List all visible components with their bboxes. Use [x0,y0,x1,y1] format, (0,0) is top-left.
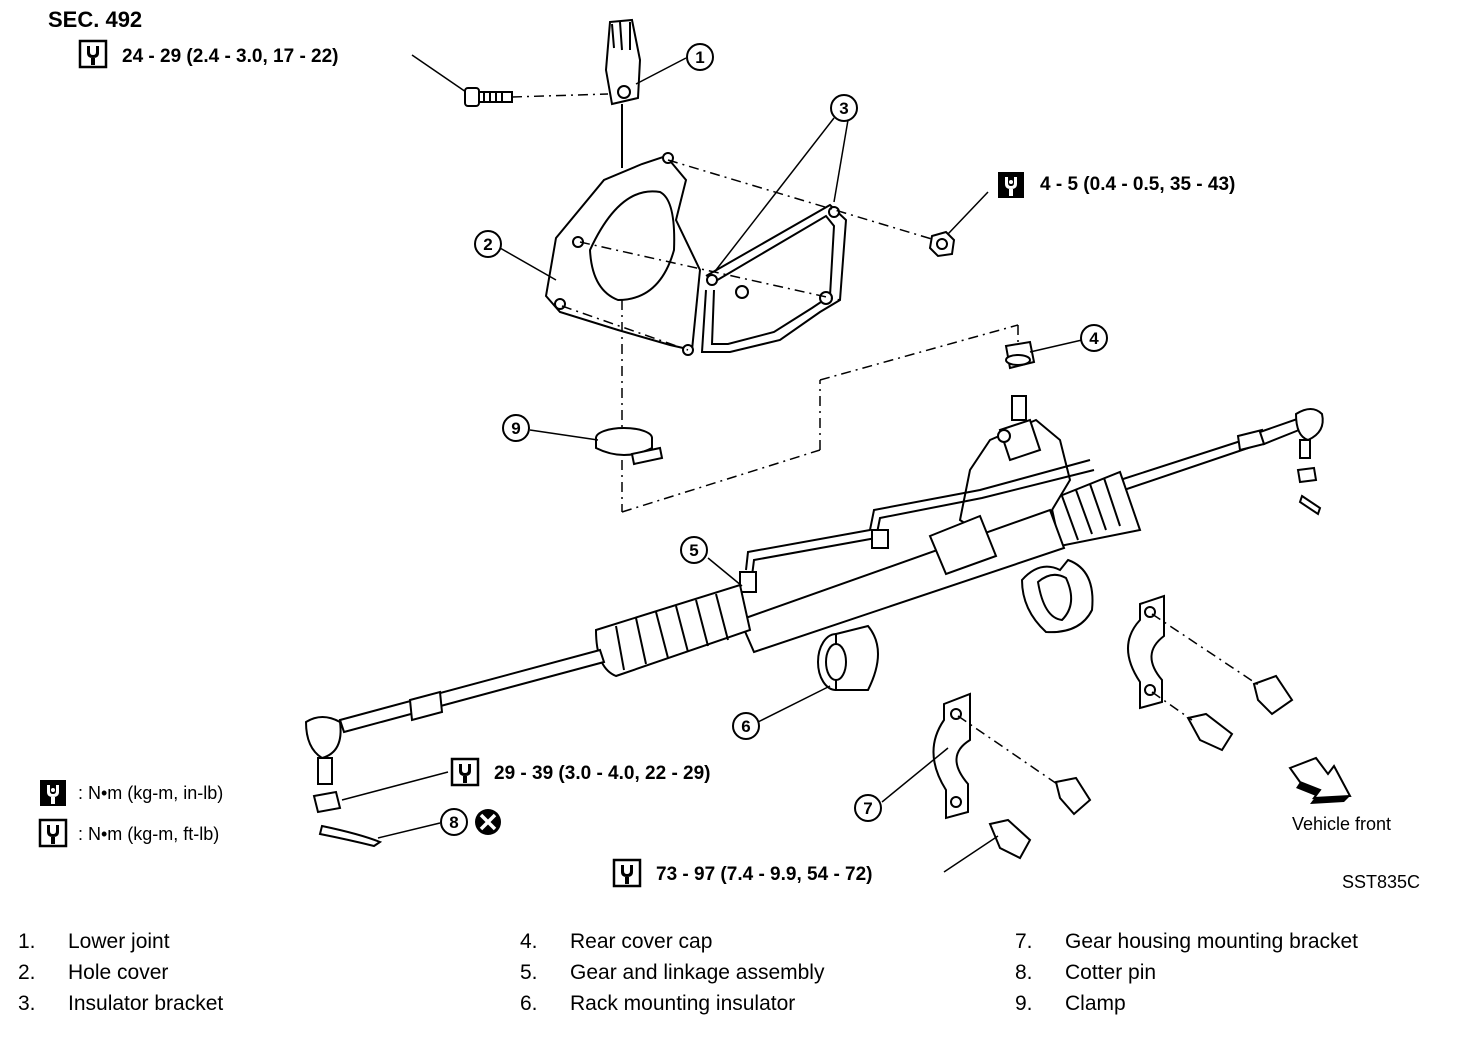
callout-2: 2 [474,230,502,258]
bracket-bolts [988,674,1294,860]
callout-1: 1 [686,43,714,71]
legend-item: 8. Cotter pin [1015,961,1157,984]
insulator-bracket-part [700,203,848,353]
torque-ftlb-icon [450,757,480,787]
units-legend-ftlb: : N•m (kg-m, ft-lb) [78,824,219,844]
svg-text:1: 1 [695,48,704,67]
torque-ftlb-icon [38,818,68,848]
svg-text:2: 2 [483,235,492,254]
torque-spec-insulator: 4 - 5 (0.4 - 0.5, 35 - 43) [1040,174,1235,195]
legend-item: 6. Rack mounting insulator [520,992,796,1015]
parts-legend: 1. Lower joint 2. Hole cover 3. Insulato… [0,930,1472,1030]
callout-9: 9 [502,414,530,442]
torque-spec-tie-rod: 29 - 39 (3.0 - 4.0, 22 - 29) [494,763,711,784]
hole-cover-part [544,152,702,356]
callout-8: 8 [440,808,468,836]
torque-spec-bracket: 73 - 97 (7.4 - 9.9, 54 - 72) [656,864,873,885]
svg-text:6: 6 [741,717,750,736]
figure-code: SST835C [1342,872,1420,892]
section-title: SEC. 492 [48,7,142,32]
legend-item: 3. Insulator bracket [18,992,224,1015]
svg-text:3: 3 [839,99,848,118]
torque-spec-lower-joint: 24 - 29 (2.4 - 3.0, 17 - 22) [122,46,339,67]
gear-linkage-assembly [304,395,1324,848]
torque-inlb-icon [998,172,1024,198]
lower-joint-bolt [464,87,513,107]
callout-7: 7 [854,794,882,822]
vehicle-front-label: Vehicle front [1292,814,1391,834]
insulator-nut [928,230,956,258]
svg-text:4: 4 [1089,329,1099,348]
rear-cover-cap-part [1004,340,1036,370]
torque-inlb-icon [40,780,66,806]
legend-item: 4. Rear cover cap [520,930,713,953]
legend-item: 7. Gear housing mounting bracket [1015,930,1359,953]
svg-text:5: 5 [689,541,698,560]
svg-text:9: 9 [511,419,520,438]
legend-item: 2. Hole cover [18,961,169,984]
svg-text:8: 8 [449,813,458,832]
units-legend-inlb: : N•m (kg-m, in-lb) [78,783,223,803]
callout-4: 4 [1080,324,1108,352]
legend-item: 9. Clamp [1015,992,1126,1015]
lower-joint-part [604,18,642,168]
callout-6: 6 [732,712,760,740]
torque-ftlb-icon [78,39,108,69]
rack-insulator-part [817,558,1094,691]
torque-ftlb-icon [612,858,642,888]
callout-5: 5 [680,536,708,564]
clamp-part [595,427,664,466]
do-not-reuse-icon [475,809,501,835]
callout-3: 3 [830,94,858,122]
legend-item: 5. Gear and linkage assembly [520,961,825,984]
legend-item: 1. Lower joint [18,930,170,953]
svg-text:7: 7 [863,799,872,818]
vehicle-front-arrow-icon [1288,756,1352,804]
